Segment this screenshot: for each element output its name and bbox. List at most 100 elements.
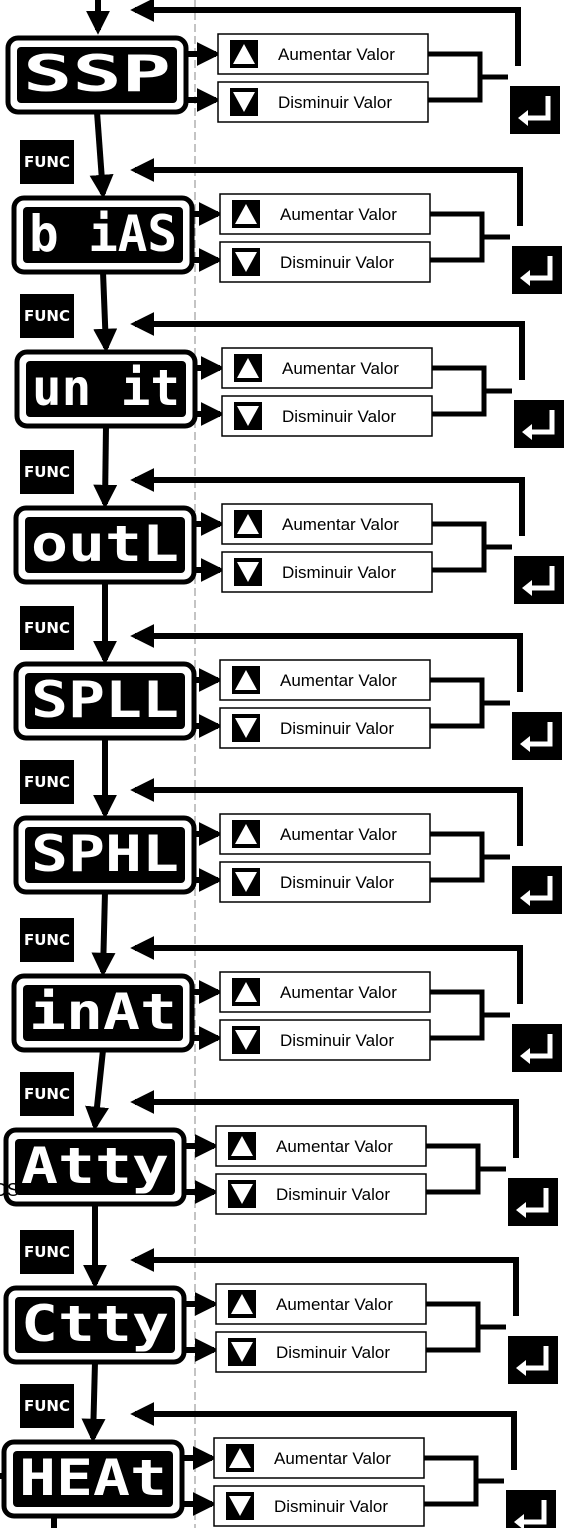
func-key[interactable]: FUNC bbox=[20, 918, 74, 962]
func-key-icon bbox=[20, 294, 74, 338]
func-key-icon bbox=[20, 760, 74, 804]
increase-value-button[interactable]: Aumentar Valor bbox=[221, 347, 433, 389]
display-screen bbox=[26, 361, 186, 417]
decrease-value-button[interactable]: Disminuir Valor bbox=[221, 395, 433, 437]
return-arrow bbox=[130, 468, 525, 536]
enter-key-icon bbox=[514, 556, 564, 604]
flow-arrow-down bbox=[91, 891, 116, 977]
enter-key[interactable] bbox=[508, 1336, 558, 1384]
func-key[interactable]: FUNC bbox=[20, 1384, 74, 1428]
up-arrow-glyph bbox=[237, 358, 259, 378]
flow-arrow-down bbox=[89, 111, 114, 199]
return-arrow bbox=[130, 1090, 519, 1158]
increase-label: Aumentar Valor bbox=[274, 1449, 391, 1468]
decrease-label: Disminuir Valor bbox=[276, 1185, 390, 1204]
enter-glyph bbox=[524, 96, 551, 121]
parameter-display: outL bbox=[13, 505, 197, 585]
enter-key[interactable] bbox=[512, 866, 562, 914]
enter-key[interactable] bbox=[510, 86, 560, 134]
flow-arrow-down bbox=[85, 1049, 109, 1131]
enter-key[interactable] bbox=[512, 712, 562, 760]
enter-glyph bbox=[526, 1034, 553, 1059]
parameter-display: Atty bbox=[3, 1127, 187, 1207]
increase-value-button[interactable]: Aumentar Valor bbox=[219, 971, 431, 1013]
increase-label: Aumentar Valor bbox=[276, 1137, 393, 1156]
parameter-code: SPHL bbox=[31, 825, 179, 883]
decrease-value-button[interactable]: Disminuir Valor bbox=[219, 861, 431, 903]
enter-glyph bbox=[522, 1346, 549, 1371]
button-bracket bbox=[432, 521, 487, 573]
enter-key[interactable] bbox=[512, 246, 562, 294]
increase-value-button[interactable]: Aumentar Valor bbox=[217, 33, 429, 75]
increase-value-button[interactable]: Aumentar Valor bbox=[219, 193, 431, 235]
decrease-value-button[interactable]: Disminuir Valor bbox=[221, 551, 433, 593]
decrease-label: Disminuir Valor bbox=[274, 1497, 388, 1516]
func-key[interactable]: FUNC bbox=[20, 450, 74, 494]
enter-key[interactable] bbox=[514, 556, 564, 604]
increase-value-button[interactable]: Aumentar Valor bbox=[221, 503, 433, 545]
func-key-icon bbox=[20, 1230, 74, 1274]
func-key[interactable]: FUNC bbox=[20, 294, 74, 338]
parameter-code: Atty bbox=[21, 1137, 169, 1195]
enter-arrowhead bbox=[520, 270, 530, 286]
return-arrow bbox=[130, 936, 523, 1004]
enter-arrowhead bbox=[516, 1202, 526, 1218]
decrease-value-button[interactable]: Disminuir Valor bbox=[213, 1485, 425, 1527]
increase-value-button[interactable]: Aumentar Valor bbox=[213, 1437, 425, 1479]
func-key[interactable]: FUNC bbox=[20, 1072, 74, 1116]
increase-value-button[interactable]: Aumentar Valor bbox=[215, 1283, 427, 1325]
down-arrow-glyph bbox=[235, 1030, 257, 1050]
decrease-value-button[interactable]: Disminuir Valor bbox=[219, 1019, 431, 1061]
enter-key[interactable] bbox=[508, 1178, 558, 1226]
increase-label: Aumentar Valor bbox=[280, 205, 397, 224]
decrease-value-button[interactable]: Disminuir Valor bbox=[219, 707, 431, 749]
enter-key[interactable] bbox=[512, 1024, 562, 1072]
display-screen bbox=[25, 673, 185, 729]
decrease-label: Disminuir Valor bbox=[282, 407, 396, 426]
enter-key[interactable] bbox=[514, 400, 564, 448]
func-key[interactable]: FUNC bbox=[20, 760, 74, 804]
display-screen bbox=[15, 1297, 175, 1353]
enter-arrowhead bbox=[518, 110, 528, 126]
func-key[interactable]: FUNC bbox=[20, 140, 74, 184]
decrease-value-button[interactable]: Disminuir Valor bbox=[219, 241, 431, 283]
func-key[interactable]: FUNC bbox=[20, 606, 74, 650]
button-bracket bbox=[426, 1143, 481, 1195]
up-arrow-glyph bbox=[235, 982, 257, 1002]
flow-arrow-down bbox=[81, 1361, 106, 1443]
decrease-label: Disminuir Valor bbox=[276, 1343, 390, 1362]
button-bracket bbox=[430, 211, 485, 263]
increase-value-button[interactable]: Aumentar Valor bbox=[219, 813, 431, 855]
decrease-label: Disminuir Valor bbox=[280, 1031, 394, 1050]
parameter-display: un it bbox=[14, 349, 198, 429]
down-arrow-glyph bbox=[231, 1342, 253, 1362]
enter-key-icon bbox=[512, 1024, 562, 1072]
enter-key[interactable] bbox=[506, 1490, 556, 1528]
increase-label: Aumentar Valor bbox=[280, 671, 397, 690]
func-key[interactable]: FUNC bbox=[20, 1230, 74, 1274]
button-bracket bbox=[428, 51, 483, 103]
up-arrow-glyph bbox=[235, 204, 257, 224]
func-key-icon bbox=[20, 606, 74, 650]
func-key-icon bbox=[20, 1072, 74, 1116]
display-screen bbox=[23, 207, 183, 263]
enter-arrowhead bbox=[520, 1048, 530, 1064]
enter-arrowhead bbox=[516, 1360, 526, 1376]
increase-value-button[interactable]: Aumentar Valor bbox=[219, 659, 431, 701]
down-arrow-glyph bbox=[235, 252, 257, 272]
decrease-value-button[interactable]: Disminuir Valor bbox=[215, 1331, 427, 1373]
enter-arrowhead bbox=[520, 736, 530, 752]
func-key-icon bbox=[20, 450, 74, 494]
increase-value-button[interactable]: Aumentar Valor bbox=[215, 1125, 427, 1167]
decrease-value-button[interactable]: Disminuir Valor bbox=[215, 1173, 427, 1215]
decrease-value-button[interactable]: Disminuir Valor bbox=[217, 81, 429, 123]
enter-glyph bbox=[528, 410, 555, 435]
